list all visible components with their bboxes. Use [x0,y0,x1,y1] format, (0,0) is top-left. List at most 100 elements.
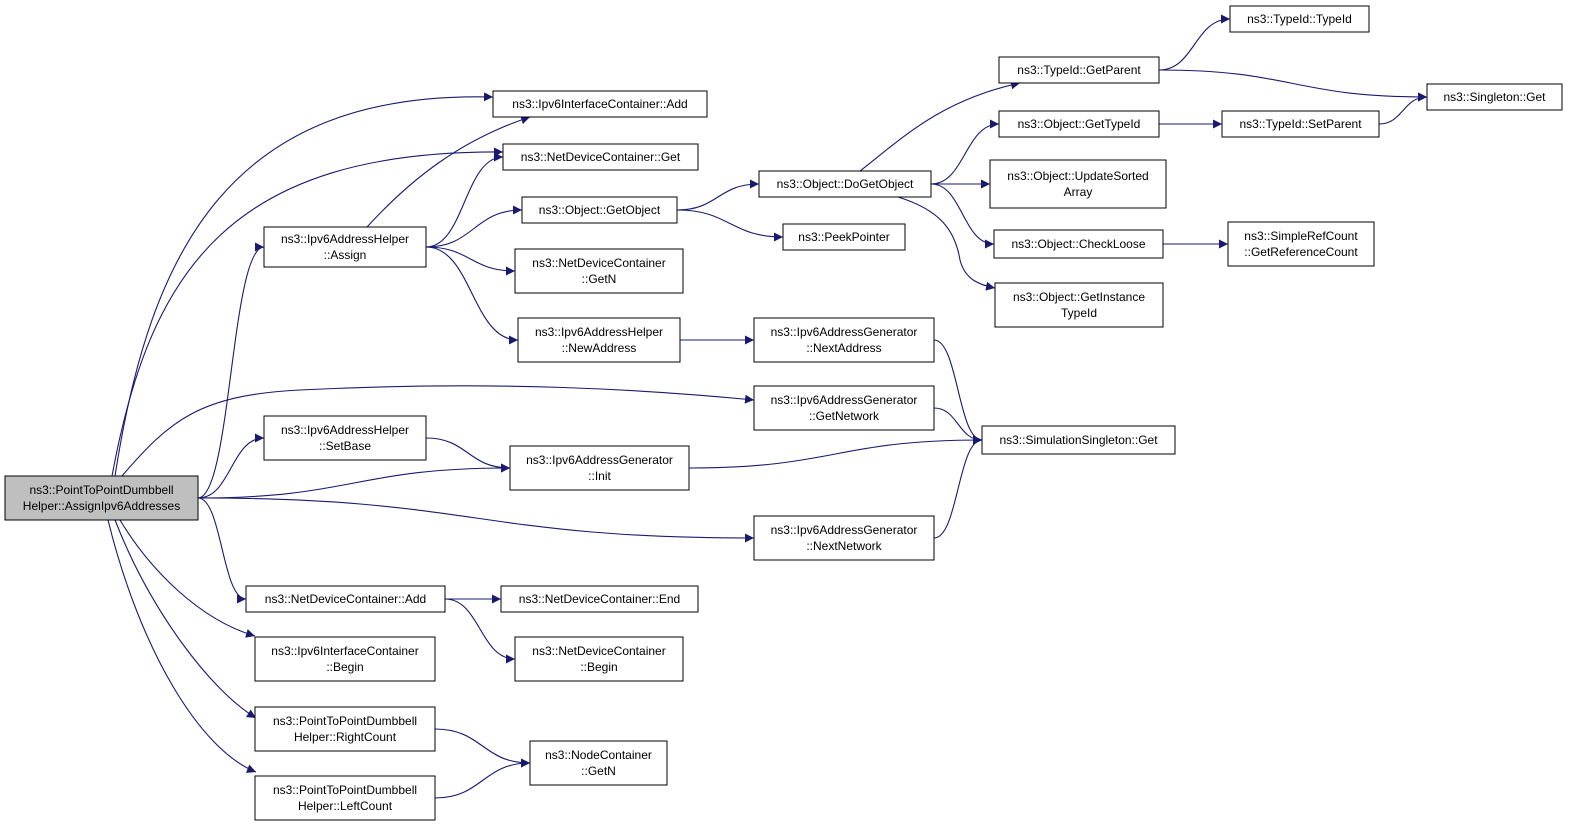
node-obj-gettypeid[interactable]: ns3::Object::GetTypeId [998,110,1160,138]
edge-v6ah-setbase-to-v6ag-init [425,437,511,473]
node-singleton-get[interactable]: ns3::Singleton::Get [1426,83,1563,111]
edge-path [933,435,983,539]
node-label: ns3::TypeId::SetParent [1239,117,1362,131]
node-typeid-typeid[interactable]: ns3::TypeId::TypeId [1229,5,1370,33]
edge-path [933,339,983,445]
edge-path [930,119,1000,185]
node-label: ns3::Ipv6AddressGenerator [771,325,918,339]
node-v6ah-newaddr[interactable]: ns3::Ipv6AddressHelper::NewAddress [517,317,681,363]
node-label: TypeId [1061,306,1097,320]
edge-p2pd-rightcount-to-nc-getn [434,728,531,768]
node-v6ag-nextnetwork[interactable]: ns3::Ipv6AddressGenerator::NextNetwork [753,515,935,561]
node-label: ns3::TypeId::GetParent [1017,63,1141,77]
node-ndc-getn[interactable]: ns3::NetDeviceContainer::GetN [514,248,684,294]
node-ndc-get[interactable]: ns3::NetDeviceContainer::Get [502,143,699,171]
edge-path [107,519,257,773]
node-label: ns3::Ipv6AddressHelper [281,423,409,437]
edge-v6ah-assign-to-ndc-getn [425,246,516,276]
node-ndc-add[interactable]: ns3::NetDeviceContainer::Add [245,585,446,613]
node-obj-dogetobject[interactable]: ns3::Object::DoGetObject [758,170,932,198]
edge-path [434,758,531,799]
node-label: ::NextNetwork [806,539,882,553]
node-box [1221,110,1380,138]
node-box [753,385,935,431]
node-srefcount-getref[interactable]: ns3::SimpleRefCount::GetReferenceCount [1227,221,1375,267]
node-label: ns3::PointToPointDumbbell [273,714,417,728]
edges-layer [107,14,1428,799]
node-v6ah-assign[interactable]: ns3::Ipv6AddressHelper::Assign [263,226,427,268]
node-label: ns3::Ipv6AddressGenerator [526,453,673,467]
edge-v6ah-assign-to-v6ah-newaddr [425,246,519,345]
node-label: ns3::NetDeviceContainer::End [519,592,680,606]
node-label: Helper::LeftCount [298,799,393,813]
node-v6ag-init[interactable]: ns3::Ipv6AddressGenerator::Init [509,445,690,491]
node-box [989,159,1167,209]
node-typeid-setparent[interactable]: ns3::TypeId::SetParent [1221,110,1380,138]
edge-path [197,463,511,499]
node-label: Array [1064,185,1093,199]
edge-root-to-ndc-get [111,147,504,477]
edge-obj-getobject-to-obj-dogetobject [676,179,760,211]
node-ndc-begin[interactable]: ns3::NetDeviceContainer::Begin [514,636,684,682]
node-label: ::SetBase [319,439,371,453]
node-box [514,636,684,682]
edge-obj-getobject-to-peekpointer [676,209,784,242]
node-v6ag-getnetwork[interactable]: ns3::Ipv6AddressGenerator::GetNetwork [753,385,935,431]
node-p2pd-leftcount[interactable]: ns3::PointToPointDumbbellHelper::LeftCou… [254,775,436,821]
edge-v6ag-getnetwork-to-simsingleton-get [933,407,983,445]
node-label: ns3::PeekPointer [798,230,889,244]
node-label: ::Assign [324,248,367,262]
edge-path [197,433,265,499]
node-label: ns3::NetDeviceContainer [532,256,665,270]
node-obj-getobject[interactable]: ns3::Object::GetObject [521,196,678,224]
node-peekpointer[interactable]: ns3::PeekPointer [782,223,906,251]
node-box [502,143,699,171]
node-box [981,425,1176,455]
node-ipv6ic-add[interactable]: ns3::Ipv6InterfaceContainer::Add [492,90,708,118]
node-obj-checkloose[interactable]: ns3::Object::CheckLoose [993,229,1164,259]
node-p2pd-rightcount[interactable]: ns3::PointToPointDumbbellHelper::RightCo… [254,706,436,752]
node-box [254,706,436,752]
node-box [517,317,681,363]
node-box [529,740,668,786]
node-label: ::Init [588,469,611,483]
node-ipv6ic-begin[interactable]: ns3::Ipv6InterfaceContainer::Begin [254,636,436,682]
edge-ndc-add-to-ndc-begin [444,598,516,664]
edge-v6ag-nextaddr-to-simsingleton-get [933,339,983,445]
node-label: ns3::Object::DoGetObject [777,177,914,191]
node-simsingleton-get[interactable]: ns3::SimulationSingleton::Get [981,425,1176,455]
edge-root-to-ipv6ic-add [114,92,494,477]
edge-path [930,183,995,249]
node-box [500,585,699,613]
node-label: ns3::PointToPointDumbbell [273,783,417,797]
node-ndc-end[interactable]: ns3::NetDeviceContainer::End [500,585,699,613]
edge-root-to-v6ah-setbase [197,433,265,499]
node-label: ::GetReferenceCount [1244,245,1358,259]
node-label: Helper::AssignIpv6Addresses [23,499,180,513]
node-box [492,90,708,118]
node-nc-getn[interactable]: ns3::NodeContainer::GetN [529,740,668,786]
edge-path [197,242,265,499]
node-v6ah-setbase[interactable]: ns3::Ipv6AddressHelper::SetBase [263,415,427,461]
edge-path [197,497,755,543]
edge-path [688,435,983,469]
edge-root-to-p2pd-leftcount [107,519,257,773]
edge-path [366,115,531,228]
edge-path [676,179,760,211]
edge-path [1158,14,1231,71]
node-box [782,223,906,251]
node-label: ns3::Ipv6InterfaceContainer::Add [512,97,687,111]
node-box [994,282,1164,328]
node-root[interactable]: ns3::PointToPointDumbbellHelper::AssignI… [4,475,199,521]
node-typeid-getparent[interactable]: ns3::TypeId::GetParent [998,56,1160,84]
node-box [4,475,199,521]
edge-path [897,196,996,291]
edge-path [1378,92,1428,125]
node-box [245,585,446,613]
node-v6ag-nextaddr[interactable]: ns3::Ipv6AddressGenerator::NextAddress [753,317,935,363]
node-box [998,56,1160,84]
edge-path [425,152,504,248]
